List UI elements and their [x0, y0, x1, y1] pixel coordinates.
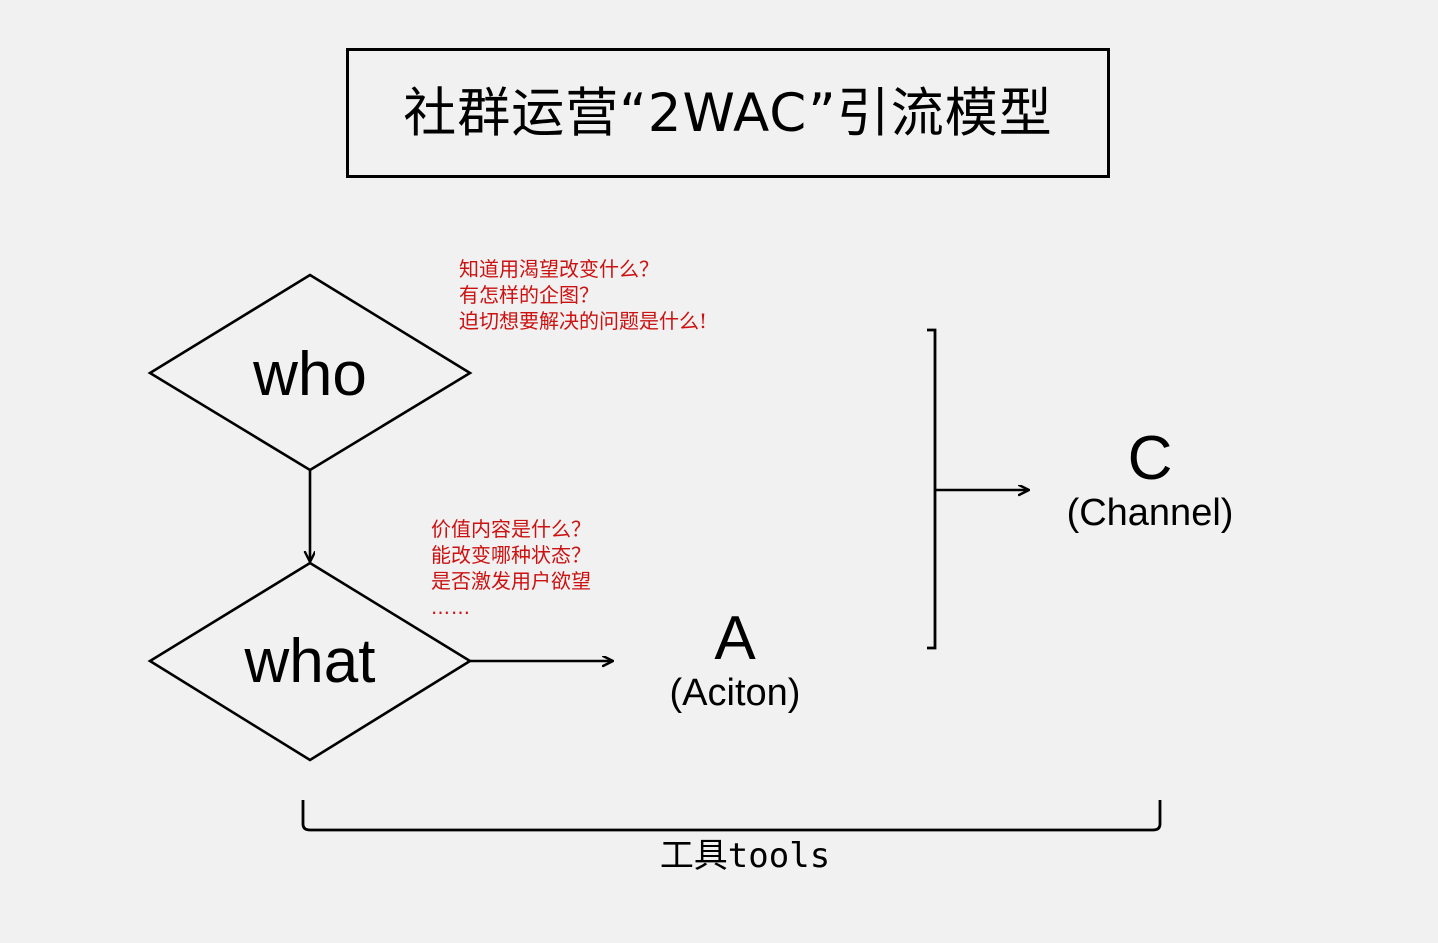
action-sublabel: (Aciton): [669, 672, 801, 714]
who-annotation-line-1: 知道用渴望改变什么？: [459, 257, 659, 281]
what-annotation-line-3: 是否激发用户欲望: [431, 569, 591, 593]
channel-letter: C: [1127, 424, 1173, 493]
who-annotation-line-3: 迫切想要解决的问题是什么!: [459, 309, 708, 333]
page-title: 社群运营“2WAC”引流模型: [403, 82, 1053, 144]
action-letter: A: [714, 604, 756, 673]
action-output: A (Aciton): [620, 608, 850, 718]
what-diamond-shape[interactable]: [147, 561, 473, 762]
what-annotation: 价值内容是什么？ 能改变哪种状态？ 是否激发用户欲望 ……: [431, 516, 591, 621]
what-annotation-line-1: 价值内容是什么？: [431, 517, 591, 541]
who-node-label[interactable]: who: [253, 340, 367, 409]
what-annotation-ellipsis: ……: [431, 597, 471, 619]
channel-sublabel: (Channel): [1066, 492, 1234, 534]
title-box: 社群运营“2WAC”引流模型: [346, 48, 1110, 178]
who-annotation-line-2: 有怎样的企图？: [459, 283, 599, 307]
what-annotation-line-2: 能改变哪种状态？: [431, 543, 591, 567]
tools-bracket-label: 工具tools: [659, 836, 831, 876]
who-annotation: 知道用渴望改变什么？ 有怎样的企图？ 迫切想要解决的问题是什么!: [459, 256, 707, 334]
tools-bracket: [301, 800, 1162, 832]
what-node-label[interactable]: what: [244, 627, 376, 696]
channel-output: C (Channel): [1035, 428, 1265, 538]
right-group-bracket: [927, 328, 937, 650]
